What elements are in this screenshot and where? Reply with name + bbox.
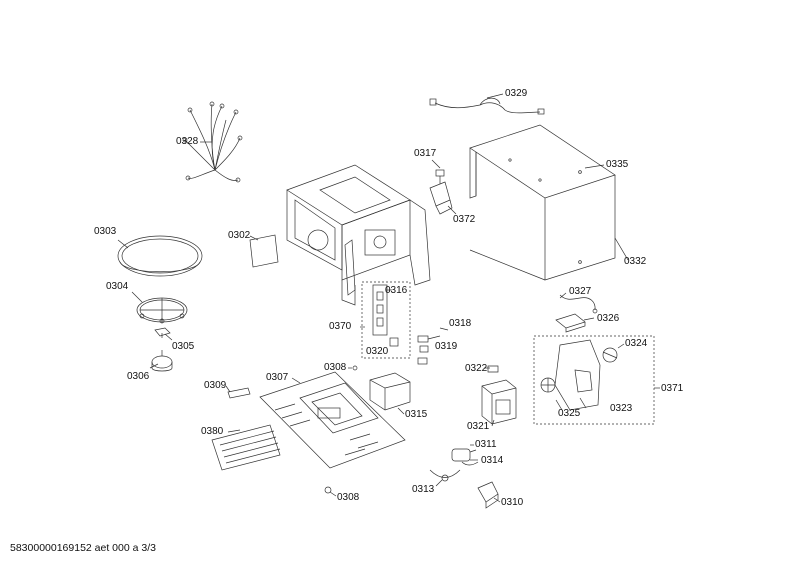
clip-0309 <box>227 387 251 399</box>
part-label-0304: 0304 <box>106 281 129 292</box>
part-label-0313: 0313 <box>412 484 435 495</box>
part-label-0324: 0324 <box>625 338 648 349</box>
oven-cavity <box>286 164 431 306</box>
document-code: 58300000169152 aet 000 a 3/3 <box>10 542 156 554</box>
motor-0306 <box>151 350 173 372</box>
part-label-0315: 0315 <box>405 409 428 420</box>
fitting-0317 <box>435 169 445 184</box>
part-label-0320: 0320 <box>366 346 389 357</box>
glass-tray-0303 <box>117 235 203 277</box>
part-label-0302: 0302 <box>228 230 251 241</box>
bracket-0372 <box>429 181 453 215</box>
screw-0308 <box>324 486 332 494</box>
part-label-0314: 0314 <box>481 455 504 466</box>
part-label-0329: 0329 <box>505 88 528 99</box>
part-label-0310: 0310 <box>501 497 524 508</box>
bracket-0310 <box>477 481 499 509</box>
part-label-0305: 0305 <box>172 341 195 352</box>
part-label-0328: 0328 <box>176 136 199 147</box>
part-label-0321: 0321 <box>467 421 490 432</box>
interlock-assembly-0370 <box>361 281 411 359</box>
part-label-0308-top: 0308 <box>324 362 347 373</box>
wire-harness-0328 <box>182 101 243 183</box>
part-label-0319: 0319 <box>435 341 458 352</box>
part-label-0326: 0326 <box>597 313 620 324</box>
part-label-0309: 0309 <box>204 380 227 391</box>
part-label-0308-bottom: 0308 <box>337 492 360 503</box>
roller-ring-0304 <box>136 297 188 324</box>
component-0315 <box>369 372 411 411</box>
fan-assembly-0371 <box>533 335 655 425</box>
transformer-0321 <box>481 365 517 425</box>
part-label-0327: 0327 <box>569 286 592 297</box>
part-label-0316: 0316 <box>385 285 408 296</box>
part-label-0370: 0370 <box>329 321 352 332</box>
wire-0327 <box>559 294 598 314</box>
part-label-0317: 0317 <box>414 148 437 159</box>
part-label-0335: 0335 <box>606 159 629 170</box>
wire-0313 <box>429 469 461 482</box>
part-label-0332: 0332 <box>624 256 647 267</box>
part-label-0303: 0303 <box>94 226 117 237</box>
part-label-0372: 0372 <box>453 214 476 225</box>
part-label-0325: 0325 <box>558 408 581 419</box>
cable-0329 <box>429 97 545 115</box>
switches-0318 <box>417 335 441 365</box>
part-label-0380: 0380 <box>201 426 224 437</box>
grille-0380 <box>211 424 281 471</box>
part-label-0307: 0307 <box>266 372 289 383</box>
outer-casing-0332 <box>469 124 616 281</box>
board-0326 <box>555 313 586 333</box>
component-0311 <box>451 448 477 462</box>
base-plate-0307 <box>259 365 406 469</box>
part-label-0371: 0371 <box>661 383 684 394</box>
part-label-0322: 0322 <box>465 363 488 374</box>
plate-0302 <box>249 234 279 268</box>
part-label-0318: 0318 <box>449 318 472 329</box>
part-label-0311: 0311 <box>475 439 497 450</box>
part-0314 <box>461 461 479 466</box>
part-label-0306: 0306 <box>127 371 150 382</box>
part-label-0323: 0323 <box>610 403 633 414</box>
coupler-0305 <box>154 327 171 338</box>
